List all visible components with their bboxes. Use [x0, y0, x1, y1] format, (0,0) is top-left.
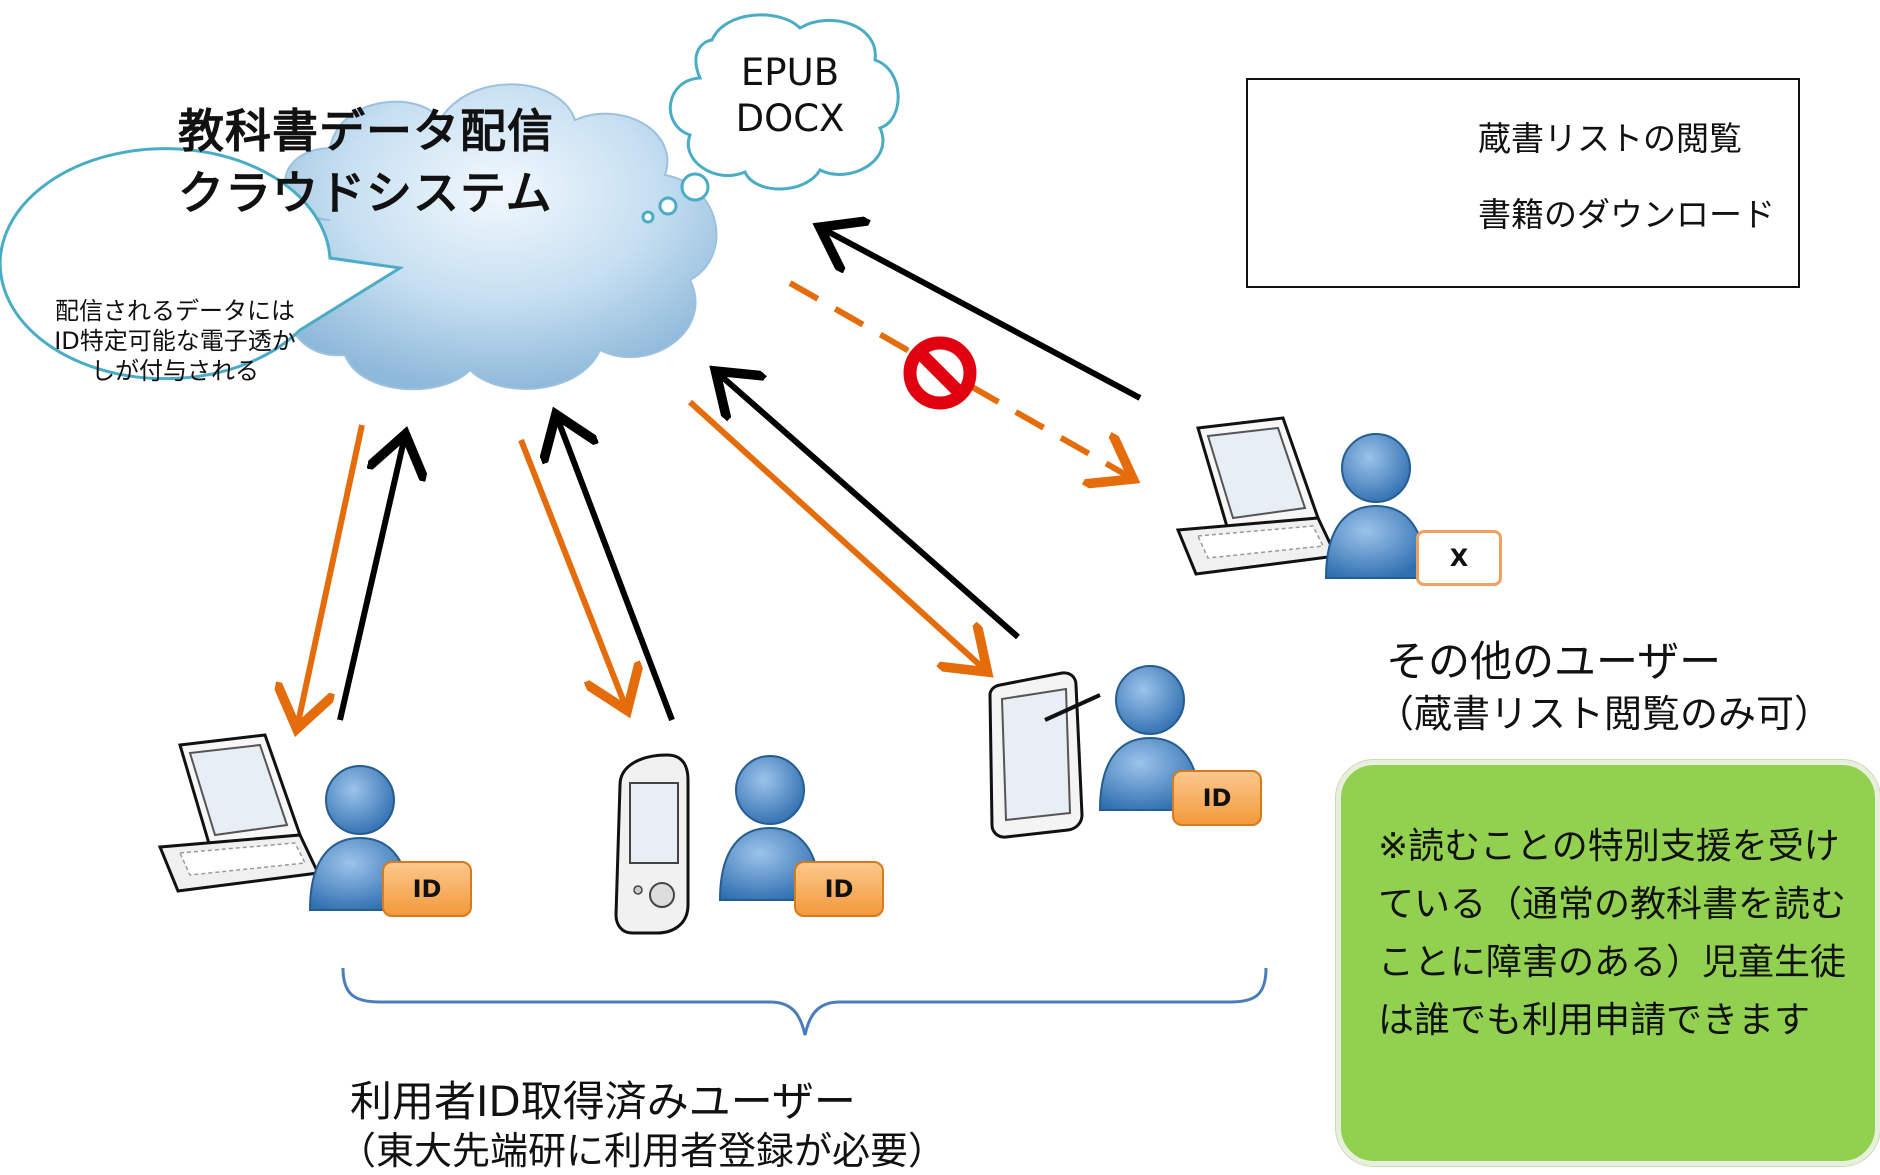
eligibility-note-box	[1336, 760, 1880, 1166]
tablet-icon	[988, 671, 1101, 839]
cloud-icon	[278, 83, 718, 391]
legend-browse-label: 蔵書リストの閲覧	[1478, 119, 1742, 158]
registered-user-subtitle: （東大先端研に利用者登録が必要）	[338, 1129, 947, 1173]
download-arrow-pda	[518, 438, 625, 705]
laptop-icon	[1175, 416, 1339, 576]
registered-user-title: 利用者ID取得済みユーザー	[350, 1077, 856, 1126]
id-badge: ID	[794, 861, 884, 917]
browse-arrow-laptop	[337, 440, 404, 721]
legend-download-label: 書籍のダウンロード	[1478, 195, 1775, 234]
cloud-title-line1: 教科書データ配信	[178, 104, 554, 158]
download-arrow-laptop	[298, 424, 365, 723]
other-user-subtitle: （蔵書リスト閲覧のみ可）	[1376, 692, 1833, 736]
cloud-title: 教科書データ配信 クラウドシステム	[178, 100, 554, 224]
browse-arrow-tablet	[720, 375, 1020, 640]
laptop-icon	[157, 733, 321, 893]
browse-arrow-pda	[558, 420, 675, 722]
download-arrow-tablet	[687, 399, 983, 668]
thought-bubble	[641, 13, 900, 224]
prohibited-icon	[903, 336, 977, 410]
group-brace	[341, 967, 1268, 1036]
watermark-note: 配信されるデータにはID特定可能な電子透かしが付与される	[54, 297, 296, 385]
person-icon	[1324, 433, 1428, 579]
browse-arrow-other	[825, 230, 1142, 401]
other-user-title: その他のユーザー	[1386, 637, 1722, 686]
blocked-download-arrow	[788, 280, 1128, 476]
no-id-badge: X	[1416, 530, 1502, 586]
id-badge: ID	[1172, 770, 1262, 826]
flow-arrows	[298, 230, 1142, 723]
speech-bubble	[0, 147, 405, 381]
id-badge: ID	[382, 861, 472, 917]
pda-icon	[614, 753, 690, 935]
format-epub: EPUB	[740, 51, 840, 94]
format-docx: DOCX	[735, 97, 845, 140]
legend	[1246, 78, 1800, 288]
eligibility-note-text: ※読むことの特別支援を受けている（通常の教科書を読むことに障害のある）児童生徒は…	[1378, 826, 1847, 1041]
format-list: EPUB DOCX	[700, 50, 880, 142]
cloud-title-line2: クラウドシステム	[178, 166, 553, 220]
